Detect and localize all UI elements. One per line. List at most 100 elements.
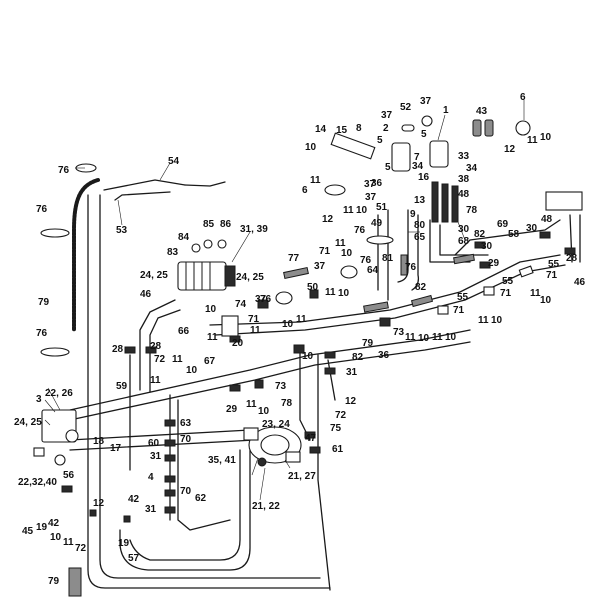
label-85: 85 xyxy=(203,219,215,230)
label-75: 75 xyxy=(330,423,342,434)
label-34: 34 xyxy=(466,163,478,174)
label-21-22: 21, 22 xyxy=(252,501,280,512)
label-79-center: 79 xyxy=(362,338,374,349)
spring-80 xyxy=(400,254,408,276)
label-71-mid: 71 xyxy=(453,305,465,316)
label-15: 15 xyxy=(336,125,348,136)
o-ring-76-e xyxy=(340,265,358,279)
label-76-r7: 76 xyxy=(360,255,372,266)
label-22-26: 22, 26 xyxy=(45,388,73,399)
label-5-mid: 5 xyxy=(385,162,391,173)
filter-assembly xyxy=(391,115,531,172)
pipe-mid-horizontal-b xyxy=(69,439,256,451)
fitting-73 xyxy=(254,379,264,389)
fitting-31-center xyxy=(324,367,336,375)
label-12-ll: 12 xyxy=(93,498,105,509)
pipe-9a xyxy=(397,209,409,283)
label-29-right: 29 xyxy=(488,258,500,269)
label-55-mid: 55 xyxy=(457,292,469,303)
clamp-71-right xyxy=(483,286,495,296)
label-74: 74 xyxy=(235,299,247,310)
pipe-12 xyxy=(327,359,336,401)
label-5-left: 5 xyxy=(377,135,383,146)
label-51: 51 xyxy=(376,202,388,213)
label-10-right: 10 xyxy=(540,132,552,143)
label-30-right: 30 xyxy=(526,223,538,234)
pipe-left-outer xyxy=(87,194,331,589)
clamp-55 xyxy=(518,265,534,278)
pipe-62 xyxy=(177,399,231,531)
fitting-20 xyxy=(229,335,241,343)
label-11-c2: 11 xyxy=(325,287,336,298)
label-11-r5: 11 xyxy=(405,332,416,343)
spring-82 xyxy=(410,294,434,308)
fitting-29 xyxy=(229,384,241,392)
label-70-m: 70 xyxy=(180,434,192,445)
label-71-c1: 71 xyxy=(319,246,331,257)
label-9: 9 xyxy=(410,209,416,220)
pump-83 xyxy=(177,261,236,291)
label-68: 68 xyxy=(458,236,470,247)
label-37-c1: 37 xyxy=(314,261,326,272)
label-69: 69 xyxy=(497,219,509,230)
bracket-74 xyxy=(221,315,239,337)
label-66: 66 xyxy=(178,326,190,337)
label-2: 2 xyxy=(383,123,389,134)
label-24-25-right: 24, 25 xyxy=(236,272,264,283)
label-31-c: 31 xyxy=(346,367,358,378)
label-71-c4: 71 xyxy=(248,314,260,325)
pipe-46-left-b xyxy=(149,309,181,393)
pipe-54-elbow xyxy=(184,181,226,187)
valve-stack xyxy=(431,181,459,223)
leader-lines xyxy=(44,100,525,501)
label-77: 77 xyxy=(288,253,300,264)
label-58: 58 xyxy=(508,229,520,240)
label-81: 81 xyxy=(382,253,394,264)
fitting-31-low xyxy=(164,506,176,514)
label-10-c1: 10 xyxy=(341,248,353,259)
label-46-left: 46 xyxy=(140,289,152,300)
label-56: 56 xyxy=(63,470,75,481)
label-31-m: 31 xyxy=(150,451,162,462)
label-43: 43 xyxy=(476,106,488,117)
spring-78 xyxy=(453,253,475,265)
fitting-56 xyxy=(61,485,73,493)
label-76-right: 76 xyxy=(405,262,417,273)
label-63: 63 xyxy=(180,418,192,429)
pump-23 xyxy=(243,426,302,467)
label-29: 29 xyxy=(226,404,238,415)
label-12-top: 12 xyxy=(322,214,334,225)
label-82-center: 82 xyxy=(352,352,364,363)
label-28-right: 28 xyxy=(566,253,578,264)
label-49: 49 xyxy=(371,218,383,229)
spring-center xyxy=(363,301,389,313)
fitting-29-right xyxy=(479,261,491,269)
label-35-41: 35, 41 xyxy=(208,455,236,466)
label-54: 54 xyxy=(168,156,180,167)
label-48-right: 48 xyxy=(541,214,553,225)
label-6-left: 6 xyxy=(302,185,308,196)
pipe-78 xyxy=(299,349,311,441)
block-48 xyxy=(545,191,583,211)
fitting-70 xyxy=(164,439,176,447)
label-72-ll: 72 xyxy=(75,543,87,554)
label-30-r2: 30 xyxy=(481,241,493,252)
label-72-c: 72 xyxy=(335,410,347,421)
label-16: 16 xyxy=(418,172,430,183)
label-73-right: 73 xyxy=(393,327,405,338)
label-53: 53 xyxy=(116,225,128,236)
label-10-r6: 10 xyxy=(445,332,457,343)
fitting-36 xyxy=(379,317,391,327)
pipe-67b xyxy=(69,341,471,421)
label-10-c4: 10 xyxy=(205,304,217,315)
label-47: 47 xyxy=(305,433,317,444)
label-78-top: 78 xyxy=(466,205,478,216)
fitting-30-a xyxy=(474,241,486,249)
fitting-4 xyxy=(164,475,176,483)
o-ring-76-a xyxy=(40,228,70,238)
fitting-11-center xyxy=(293,344,305,354)
fitting-47 xyxy=(304,431,316,439)
o-ring-76-b xyxy=(40,347,70,357)
label-10-b: 10 xyxy=(356,205,368,216)
o-ring-76-c xyxy=(366,235,394,245)
